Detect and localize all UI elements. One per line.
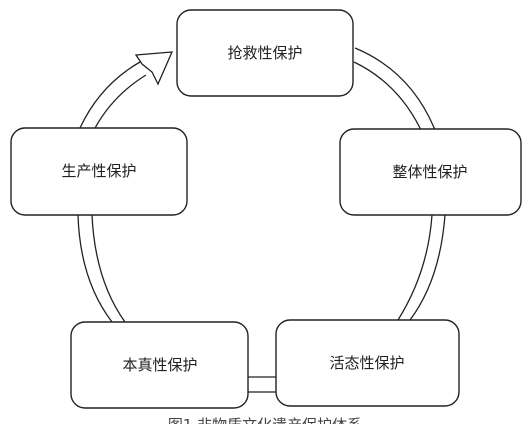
ring-segment-authentic-productive-inner xyxy=(91,214,126,323)
node-box-productive xyxy=(10,127,188,216)
node-box-authentic xyxy=(70,321,249,409)
ring-segment-productive-rescue-inner xyxy=(93,74,147,131)
node-label-living: 活态性保护 xyxy=(329,354,404,372)
node-living: 活态性保护 xyxy=(275,319,460,407)
node-label-integrity: 整体性保护 xyxy=(392,163,467,181)
ring-segment-integrity-living-outer xyxy=(409,214,446,321)
node-authentic: 本真性保护 xyxy=(70,321,249,409)
node-box-integrity xyxy=(339,128,522,216)
arrow-head-icon xyxy=(134,51,174,86)
node-productive: 生产性保护 xyxy=(10,127,188,216)
ring-segment-productive-rescue-outer xyxy=(79,61,141,129)
node-label-productive: 生产性保护 xyxy=(61,162,136,180)
ring-segment-integrity-living-inner xyxy=(397,214,433,321)
node-label-rescue: 抢救性保护 xyxy=(227,44,302,62)
ring-segment-authentic-productive-outer xyxy=(77,214,113,323)
node-label-authentic: 本真性保护 xyxy=(122,356,197,374)
node-box-rescue xyxy=(176,9,354,97)
node-rescue: 抢救性保护 xyxy=(176,9,354,97)
node-box-living xyxy=(275,319,460,407)
figure-caption: 图1 非物质文化遗产保护体系 xyxy=(168,416,362,424)
node-integrity: 整体性保护 xyxy=(339,128,522,216)
